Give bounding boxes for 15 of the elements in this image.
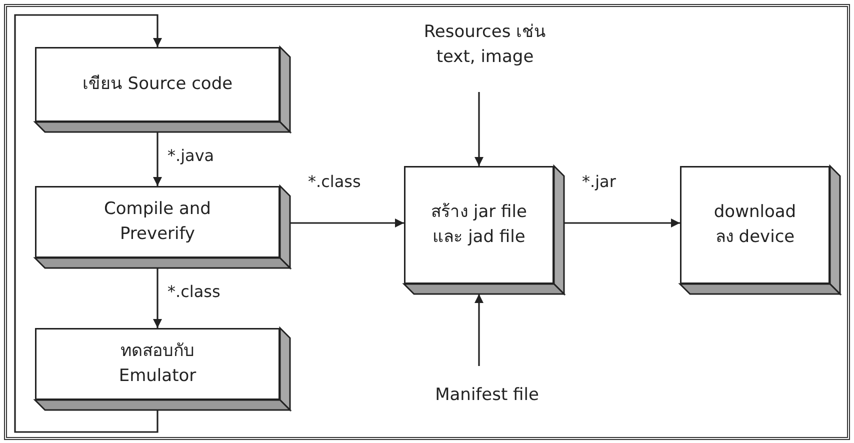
arrow [14, 14, 162, 433]
arrow [153, 132, 162, 186]
arrow [153, 268, 162, 328]
box-label: Compile and Preverify [103, 198, 212, 246]
box-label: ทดสอบกับ Emulator [118, 340, 198, 388]
edge-label: *.jar [580, 172, 618, 191]
resource-label: Resources เช่น text, image [410, 20, 560, 70]
box-label: สร้าง jar file และ jad file [430, 201, 528, 249]
arrow [474, 92, 484, 166]
box-label: เขียน Source code [82, 73, 233, 96]
box-label: download ลง device [712, 201, 798, 249]
arrow [564, 218, 680, 228]
arrow [290, 218, 404, 228]
arrow [474, 294, 484, 366]
resource-label: Manifest file [420, 382, 554, 408]
